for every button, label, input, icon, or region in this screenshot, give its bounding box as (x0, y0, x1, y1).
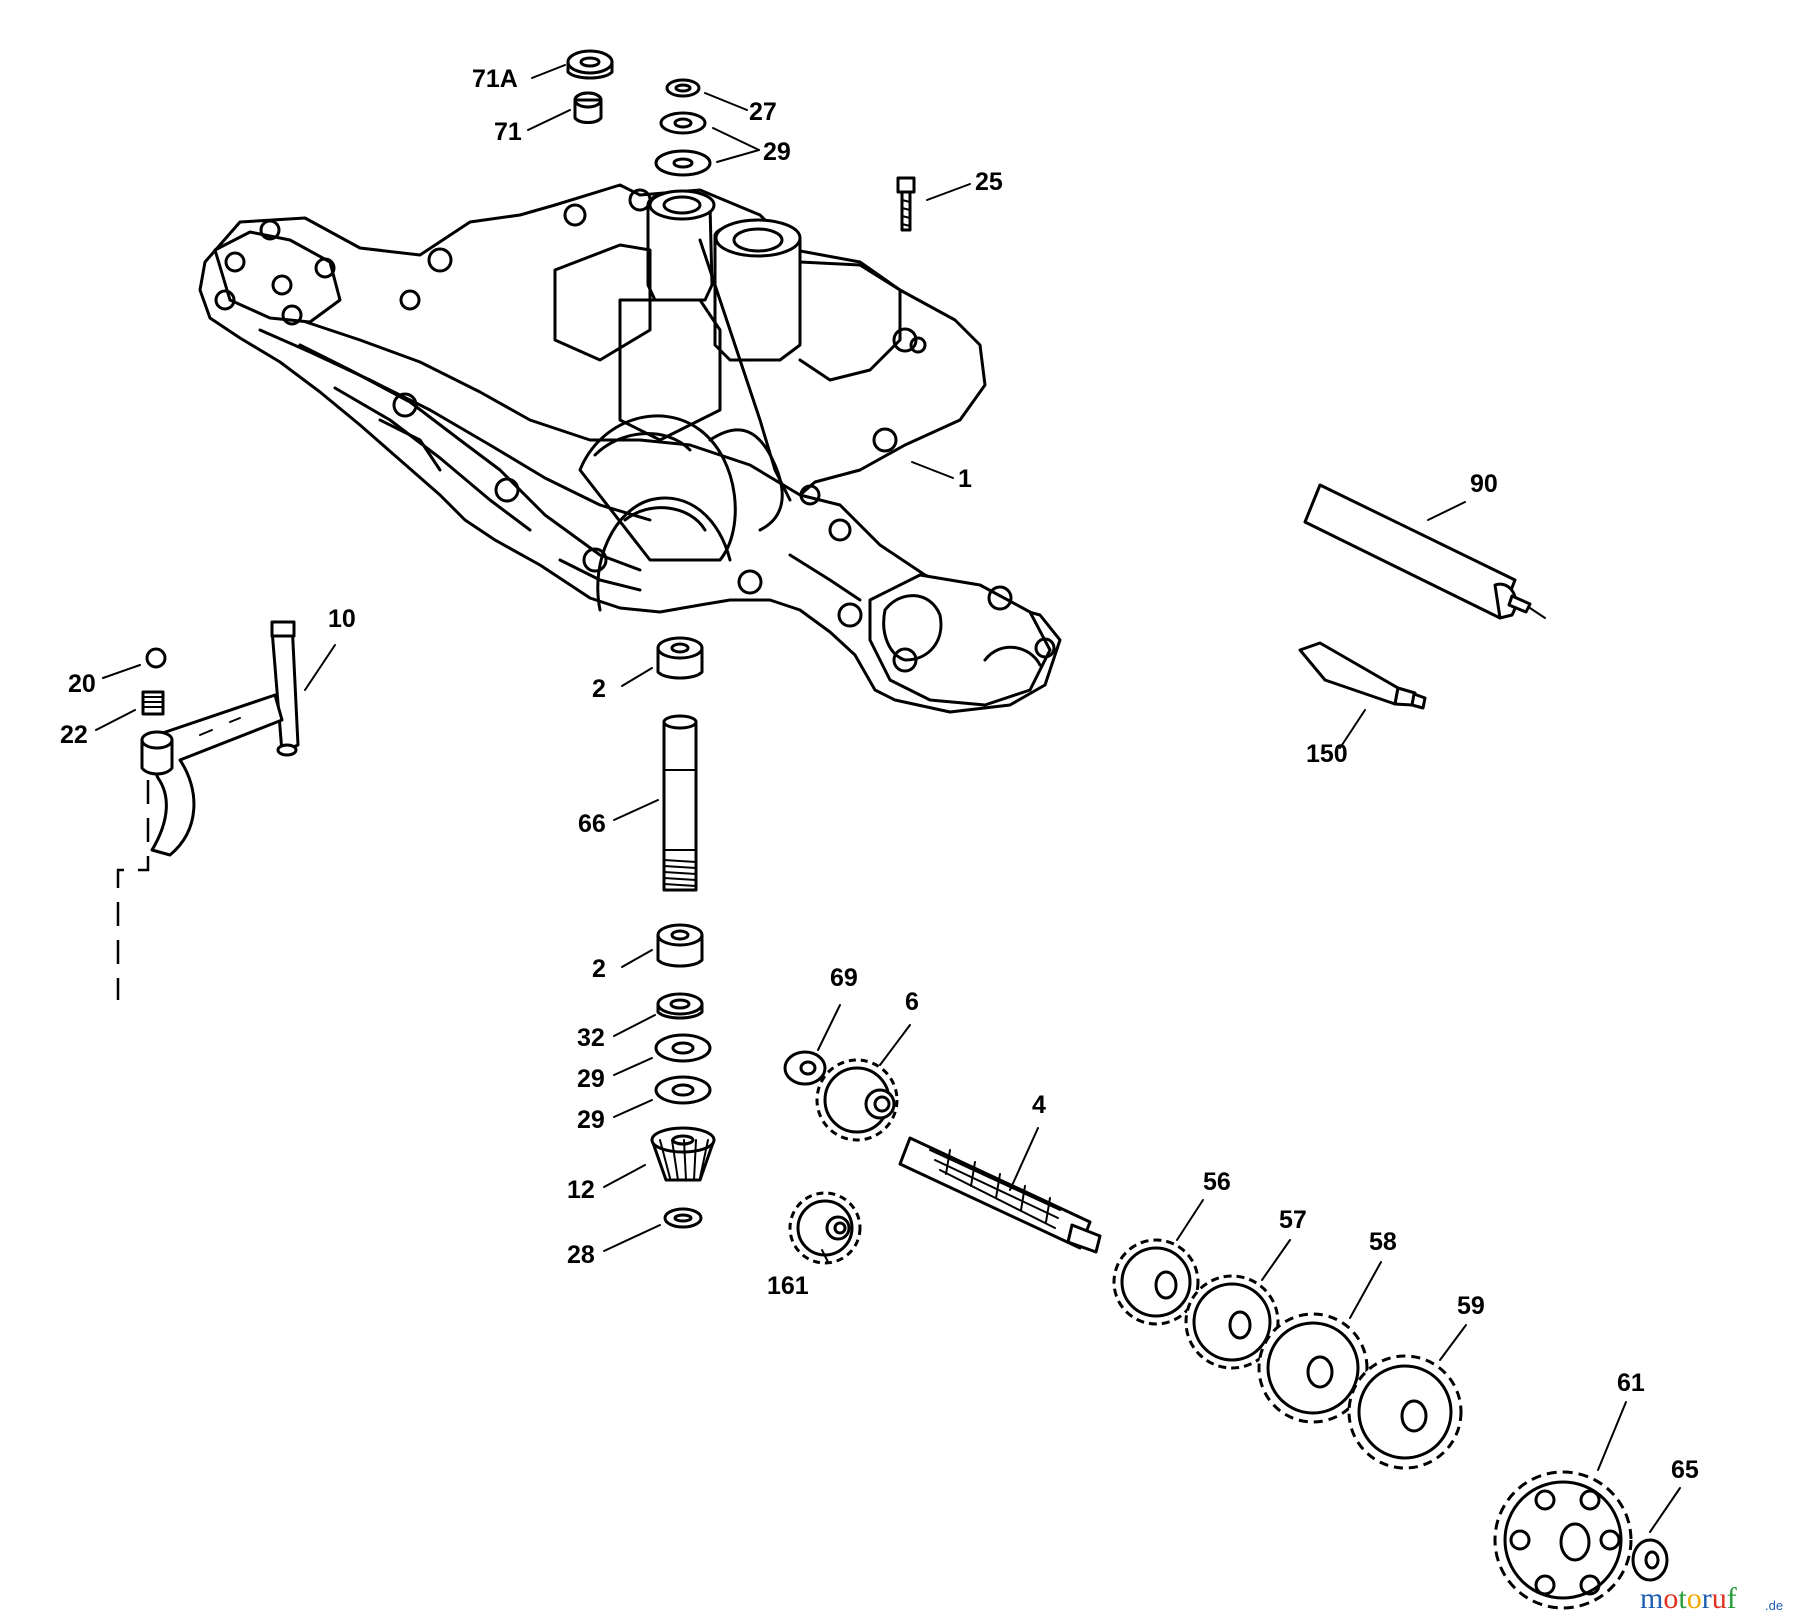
label-71: 71 (494, 118, 522, 146)
watermark-logo: motoruf .de (1640, 1582, 1783, 1615)
shift-fork-10 (140, 620, 300, 857)
bearing-65 (1631, 1538, 1669, 1582)
label-2-bottom: 2 (592, 955, 606, 983)
label-61: 61 (1617, 1369, 1645, 1397)
gear-161 (788, 1191, 862, 1265)
label-32: 32 (577, 1024, 605, 1052)
label-4: 4 (1032, 1091, 1046, 1119)
label-20: 20 (68, 670, 96, 698)
label-28: 28 (567, 1241, 595, 1269)
pin-10-top (140, 730, 174, 776)
bolt-25 (896, 176, 916, 232)
label-58: 58 (1369, 1228, 1397, 1256)
label-27: 27 (749, 98, 777, 126)
label-56: 56 (1203, 1168, 1231, 1196)
label-71A: 71A (472, 65, 518, 93)
label-29-mid2: 29 (577, 1106, 605, 1134)
watermark-letter: t (1678, 1582, 1687, 1615)
fork-alignment-line (116, 780, 150, 1000)
bearing-2-top (656, 636, 704, 680)
watermark-letter: r (1702, 1582, 1712, 1615)
gear-56 (1112, 1238, 1200, 1326)
washer-32 (656, 992, 704, 1020)
clip-27 (665, 78, 701, 98)
watermark-letter: o (1663, 1582, 1678, 1615)
watermark-brand: motoruf (1640, 1582, 1737, 1615)
label-25: 25 (975, 168, 1003, 196)
label-1: 1 (958, 465, 972, 493)
spring-22 (141, 690, 165, 716)
shaft-66 (662, 714, 698, 892)
washer-29-mid2 (654, 1075, 712, 1105)
bevel-gear-12 (650, 1126, 716, 1182)
label-57: 57 (1279, 1206, 1307, 1234)
label-59: 59 (1457, 1292, 1485, 1320)
watermark-letter: f (1727, 1582, 1737, 1615)
sealant-tube-90 (1303, 483, 1546, 620)
label-66: 66 (578, 810, 606, 838)
label-22: 22 (60, 721, 88, 749)
part-labels: 71A 71 27 29 25 1 90 150 10 20 22 2 66 2… (60, 65, 1699, 1484)
gear-59 (1347, 1354, 1463, 1470)
watermark-letter: m (1640, 1582, 1663, 1615)
washer-29-mid1 (654, 1033, 712, 1063)
gear-57 (1184, 1274, 1280, 1370)
bearing-2-bottom (656, 923, 704, 968)
ring-28 (663, 1207, 703, 1229)
label-65: 65 (1671, 1456, 1699, 1484)
label-161: 161 (767, 1272, 809, 1300)
watermark-letter: u (1712, 1582, 1727, 1615)
sealant-tube-150 (1298, 641, 1427, 710)
washer-29-top-a (659, 111, 707, 135)
label-69: 69 (830, 964, 858, 992)
leader-lines (95, 64, 1681, 1533)
label-12: 12 (567, 1176, 595, 1204)
label-29-top: 29 (763, 138, 791, 166)
label-2-top: 2 (592, 675, 606, 703)
label-150: 150 (1306, 740, 1348, 768)
gear-6 (815, 1058, 899, 1142)
transaxle-housing (198, 183, 1062, 714)
label-29-mid1: 29 (577, 1065, 605, 1093)
label-6: 6 (905, 988, 919, 1016)
label-90: 90 (1470, 470, 1498, 498)
ball-20 (145, 647, 167, 669)
gear-61 (1493, 1470, 1633, 1610)
seal-71A (566, 49, 614, 80)
bushing-71 (573, 91, 603, 124)
washer-29-top-b (654, 149, 712, 177)
gear-58 (1257, 1312, 1369, 1424)
label-10: 10 (328, 605, 356, 633)
thrust-washer-69 (783, 1050, 827, 1086)
shaft-4 (898, 1136, 1102, 1254)
watermark-letter: o (1687, 1582, 1702, 1615)
watermark-suffix: .de (1765, 1598, 1783, 1613)
